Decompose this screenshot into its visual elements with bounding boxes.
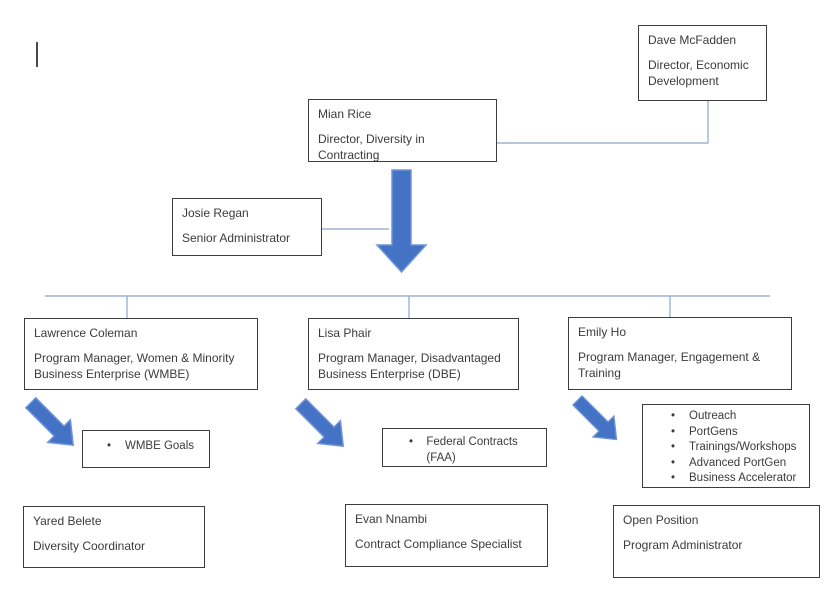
list-item: Outreach <box>659 409 809 425</box>
text-cursor <box>36 42 38 67</box>
person-name: Dave McFadden <box>648 33 737 47</box>
list-item: WMBE Goals <box>95 439 209 455</box>
person-title: Director, Diversity in Contracting <box>318 131 425 162</box>
org-box-dave-mcfadden[interactable]: Dave McFadden Director, Economic Develop… <box>638 25 767 101</box>
diagonal-arrow-engagement[interactable] <box>567 390 627 450</box>
bullet-list: WMBE Goals <box>95 439 209 455</box>
person-title: Program Manager, Disadvantaged Business … <box>318 350 501 381</box>
person-title: Program Administrator <box>623 537 743 552</box>
list-item: Business Accelerator <box>659 471 809 487</box>
person-title: Director, Economic Development <box>648 57 749 88</box>
person-name: Mian Rice <box>318 107 372 121</box>
down-arrow[interactable] <box>375 169 428 274</box>
person-title: Contract Compliance Specialist <box>355 536 522 551</box>
person-title: Diversity Coordinator <box>33 538 146 553</box>
org-box-lawrence-coleman[interactable]: Lawrence Coleman Program Manager, Women … <box>24 318 258 390</box>
person-name: Emily Ho <box>578 325 627 339</box>
org-box-emily-ho[interactable]: Emily Ho Program Manager, Engagement & T… <box>568 317 792 390</box>
list-item: Federal Contracts (FAA) <box>397 435 546 466</box>
list-item: Trainings/Workshops <box>659 440 809 456</box>
bullet-list: Outreach PortGens Trainings/Workshops Ad… <box>659 409 809 487</box>
org-box-evan-nnambi[interactable]: Evan Nnambi Contract Compliance Speciali… <box>345 504 548 567</box>
person-title: Senior Administrator <box>182 230 291 245</box>
person-name: Open Position <box>623 513 699 527</box>
org-box-josie-regan[interactable]: Josie Regan Senior Administrator <box>172 198 322 256</box>
person-name: Yared Belete <box>33 514 102 528</box>
org-box-yared-belete[interactable]: Yared Belete Diversity Coordinator <box>23 506 205 568</box>
org-box-mian-rice[interactable]: Mian Rice Director, Diversity in Contrac… <box>308 99 497 162</box>
diagonal-arrow-dbe[interactable] <box>289 392 354 457</box>
org-box-open-position[interactable]: Open Position Program Administrator <box>613 505 820 578</box>
person-title: Program Manager, Women & Minority Busine… <box>34 350 235 381</box>
person-title: Program Manager, Engagement & Training <box>578 349 761 380</box>
person-name: Evan Nnambi <box>355 512 428 526</box>
list-box-federal-contracts[interactable]: Federal Contracts (FAA) <box>382 428 547 467</box>
list-box-engagement-programs[interactable]: Outreach PortGens Trainings/Workshops Ad… <box>642 404 810 488</box>
connector-mian-to-dave <box>497 101 709 144</box>
list-item: PortGens <box>659 425 809 441</box>
diagonal-arrow-wmbe[interactable] <box>19 391 84 456</box>
bullet-list: Federal Contracts (FAA) <box>397 435 546 466</box>
person-name: Josie Regan <box>182 206 249 220</box>
person-name: Lisa Phair <box>318 326 372 340</box>
person-name: Lawrence Coleman <box>34 326 138 340</box>
list-item: Advanced PortGen <box>659 456 809 472</box>
org-box-lisa-phair[interactable]: Lisa Phair Program Manager, Disadvantage… <box>308 318 519 390</box>
list-box-wmbe-goals[interactable]: WMBE Goals <box>82 430 210 468</box>
